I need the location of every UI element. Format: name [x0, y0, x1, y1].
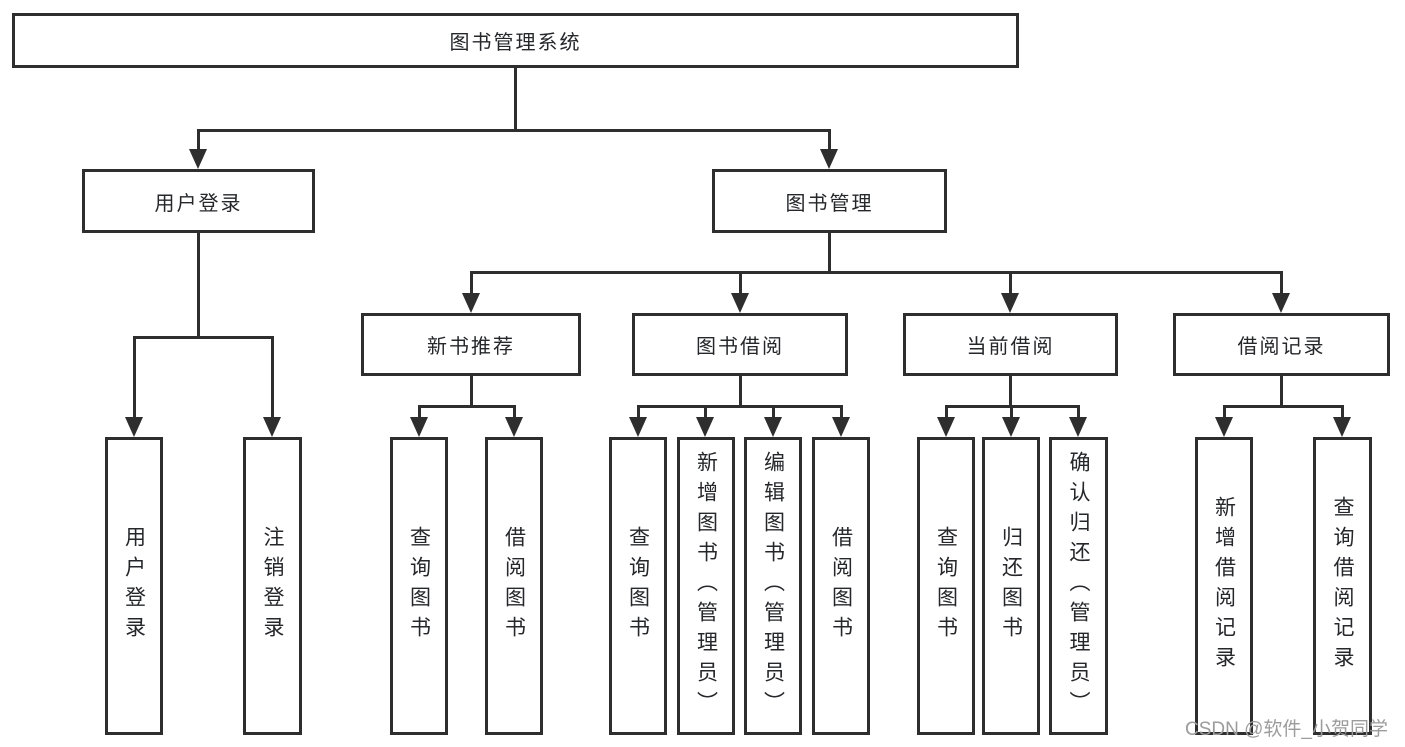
connector-stem — [271, 336, 274, 419]
connector-stem — [840, 405, 843, 421]
connector-stem — [945, 405, 948, 421]
connector-stem — [739, 271, 742, 297]
arrowhead-down — [1069, 417, 1087, 437]
connector-stem — [197, 129, 200, 153]
node-library-management-system: 图书管理系统 — [12, 13, 1019, 68]
arrowhead-down — [820, 149, 838, 169]
connector-stem — [1341, 405, 1344, 421]
leaf-label: 借阅图书 — [829, 526, 853, 646]
leaf-label: 新增图书（管理员） — [694, 451, 718, 721]
arrowhead-down — [629, 417, 647, 437]
arrowhead-down — [505, 417, 523, 437]
leaf-label: 借阅图书 — [502, 526, 526, 646]
node-label: 用户登录 — [154, 192, 243, 215]
leaf-label: 用户登录 — [122, 526, 146, 646]
connector-records-split — [1223, 405, 1344, 408]
node-label: 当前借阅 — [966, 336, 1055, 358]
connector-borrow-split — [637, 405, 843, 408]
connector-stem — [772, 405, 775, 421]
node-label: 借阅记录 — [1237, 336, 1326, 358]
node-book-management: 图书管理 — [712, 169, 947, 233]
connector-stem — [418, 405, 421, 421]
arrowhead-down — [125, 417, 143, 437]
connector-stem — [1010, 405, 1013, 421]
leaf-user-login: 用户登录 — [105, 437, 163, 735]
connector-stem — [828, 129, 831, 153]
connector-stem — [133, 336, 136, 419]
connector-book-mgmt-split — [470, 271, 1283, 274]
leaf-label: 查询图书 — [934, 526, 958, 646]
node-label: 图书管理 — [785, 192, 874, 215]
connector-stem — [470, 271, 473, 297]
connector-new-books-stem — [470, 376, 473, 408]
arrowhead-down — [1333, 417, 1351, 437]
leaf-label: 新增借阅记录 — [1212, 496, 1236, 676]
leaf-return-books: 归还图书 — [982, 437, 1040, 735]
connector-borrow-stem — [739, 376, 742, 408]
arrowhead-down — [410, 417, 428, 437]
arrowhead-down — [189, 149, 207, 169]
node-user-login: 用户登录 — [82, 169, 315, 233]
leaf-label: 编辑图书（管理员） — [761, 451, 785, 721]
connector-stem — [1223, 405, 1226, 421]
node-label: 新书推荐 — [427, 336, 515, 358]
connector-user-login-split — [133, 336, 274, 339]
arrowhead-down — [731, 293, 749, 313]
connector-current-stem — [1009, 376, 1012, 408]
leaf-add-book-admin: 新增图书（管理员） — [677, 437, 735, 735]
leaf-query-books-current: 查询图书 — [917, 437, 975, 735]
connector-stem — [1077, 405, 1080, 421]
connector-new-books-split — [418, 405, 516, 408]
arrowhead-down — [832, 417, 850, 437]
connector-stem — [1009, 271, 1012, 297]
leaf-borrow-books-borrow: 借阅图书 — [812, 437, 870, 735]
arrowhead-down — [696, 417, 714, 437]
node-book-borrowing: 图书借阅 — [632, 313, 848, 376]
leaf-label: 查询借阅记录 — [1331, 496, 1354, 676]
node-new-book-recommendation: 新书推荐 — [361, 313, 581, 376]
leaf-label: 确认归还（管理员） — [1067, 451, 1090, 721]
node-borrowing-records: 借阅记录 — [1173, 313, 1390, 376]
connector-records-stem — [1280, 376, 1283, 408]
leaf-add-borrow-record: 新增借阅记录 — [1195, 437, 1253, 735]
connector-root-split — [197, 129, 831, 132]
node-label: 图书管理系统 — [449, 32, 582, 54]
csdn-watermark: CSDN @软件_小贺同学 — [1185, 719, 1388, 740]
leaf-query-books-borrow: 查询图书 — [609, 437, 667, 735]
node-current-borrowing: 当前借阅 — [903, 313, 1118, 376]
arrowhead-down — [1001, 293, 1019, 313]
arrowhead-down — [263, 417, 281, 437]
leaf-edit-book-admin: 编辑图书（管理员） — [744, 437, 802, 735]
leaf-label: 归还图书 — [999, 526, 1023, 646]
leaf-label: 查询图书 — [626, 526, 650, 646]
arrowhead-down — [937, 417, 955, 437]
leaf-logout: 注销登录 — [243, 437, 302, 735]
connector-stem — [513, 405, 516, 421]
leaf-label: 查询图书 — [407, 526, 431, 646]
leaf-query-books-newbooks: 查询图书 — [390, 437, 448, 735]
node-label: 图书借阅 — [696, 336, 784, 358]
arrowhead-down — [1272, 293, 1290, 313]
arrowhead-down — [1215, 417, 1233, 437]
connector-root-stem — [514, 68, 517, 129]
connector-stem — [637, 405, 640, 421]
leaf-confirm-return-admin: 确认归还（管理员） — [1049, 437, 1108, 735]
connector-stem — [1280, 271, 1283, 297]
connector-user-login-stem — [197, 233, 200, 339]
leaf-query-borrow-record: 查询借阅记录 — [1313, 437, 1372, 735]
arrowhead-down — [462, 293, 480, 313]
arrowhead-down — [1002, 417, 1020, 437]
leaf-label: 注销登录 — [261, 526, 284, 646]
connector-stem — [704, 405, 707, 421]
connector-book-mgmt-stem — [828, 233, 831, 274]
leaf-borrow-books-newbooks: 借阅图书 — [485, 437, 543, 735]
arrowhead-down — [764, 417, 782, 437]
